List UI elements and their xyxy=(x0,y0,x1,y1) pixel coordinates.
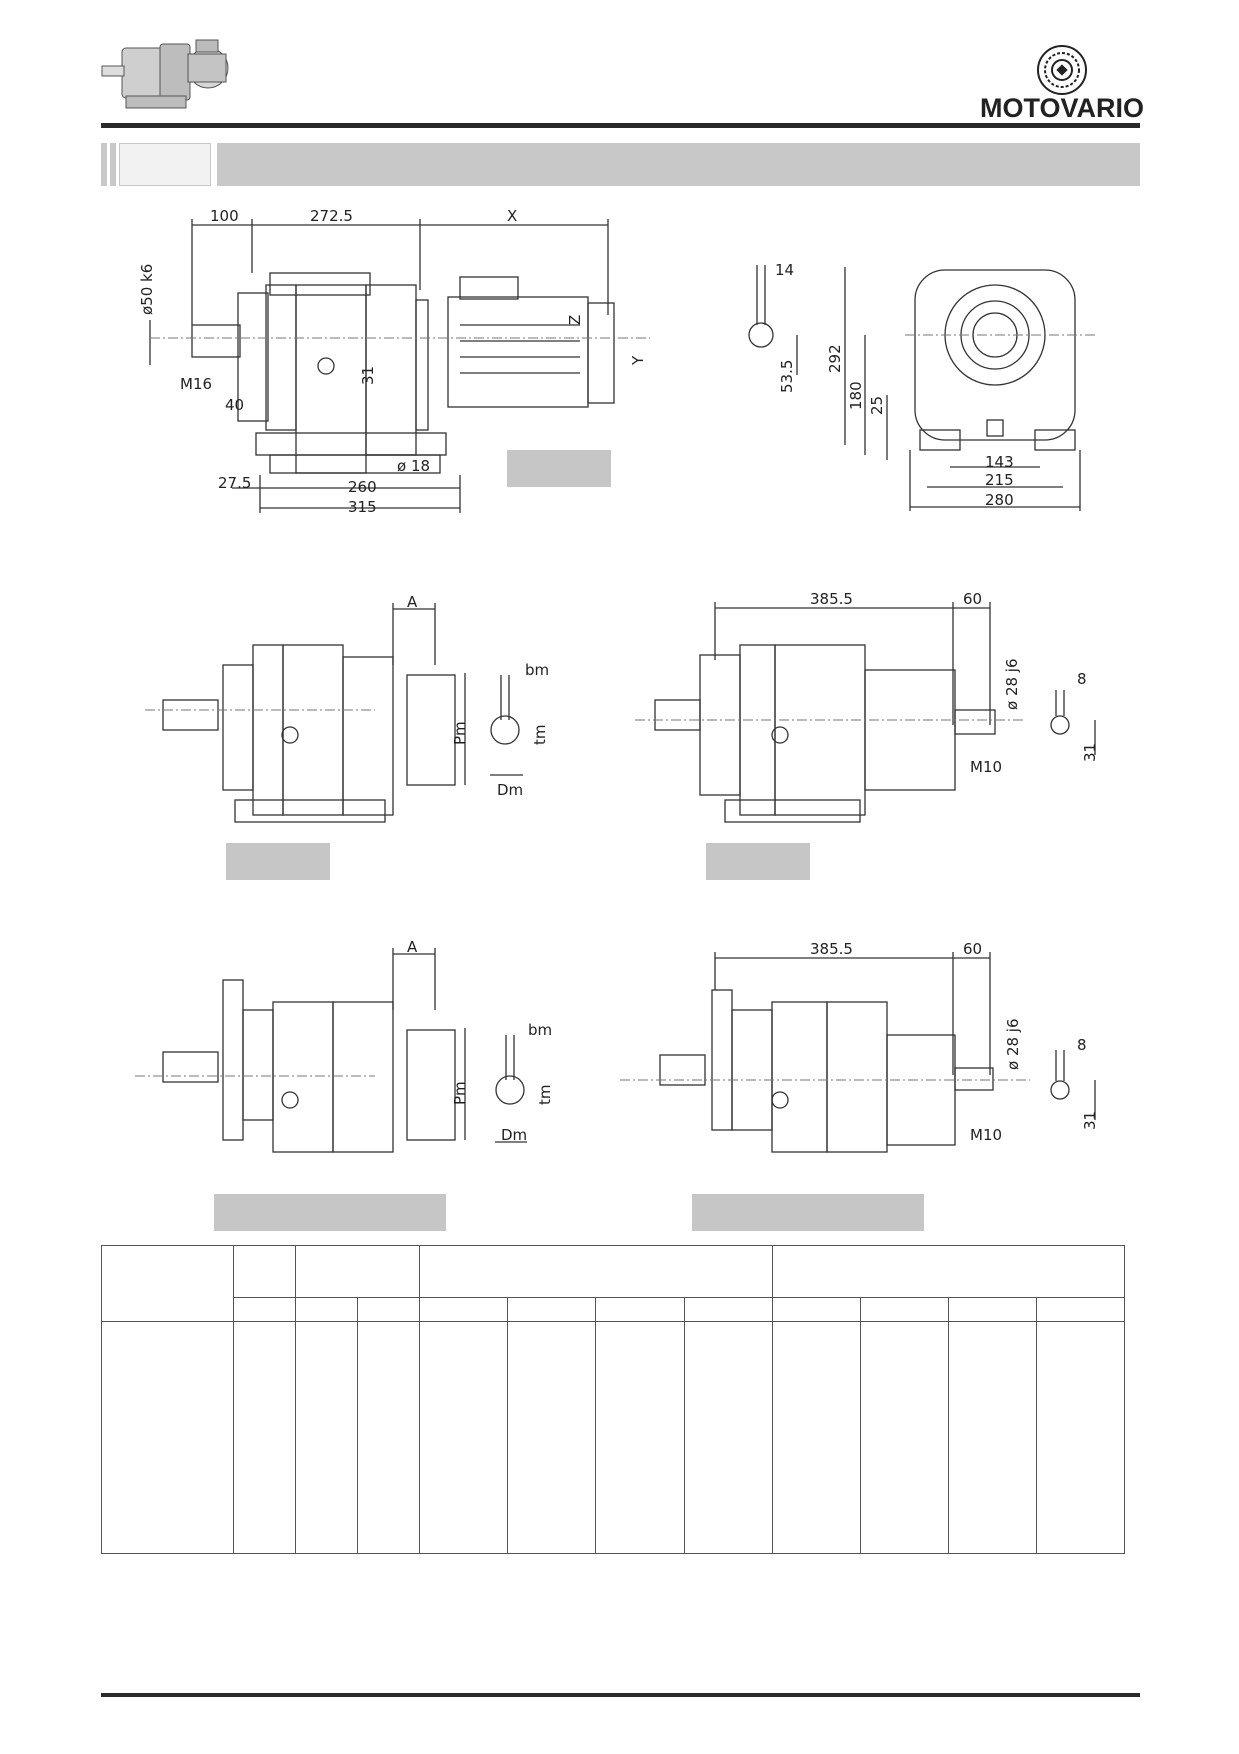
motovario-logo: MOTOVARIO xyxy=(975,42,1150,123)
footer-rule xyxy=(101,1693,1140,1697)
mid-left-label xyxy=(226,843,330,880)
dim-143: 143 xyxy=(985,453,1014,471)
title-band-left-box xyxy=(119,143,211,186)
dim-31: 31 xyxy=(1081,743,1099,762)
dim-x: X xyxy=(507,207,517,225)
spec-table xyxy=(100,1245,1126,1554)
table-cell xyxy=(507,1321,597,1554)
dim-28-j6: ø 28 j6 xyxy=(1003,658,1021,710)
table-header-cell xyxy=(771,1245,1126,1298)
dim-31: 31 xyxy=(1081,1111,1099,1130)
table-subheader-cell xyxy=(1035,1297,1126,1322)
drawing-mid-right: 385.5 60 ø 28 j6 8 M10 31 xyxy=(635,590,1099,823)
drawing-mid-left: A bm Pm tm Dm xyxy=(145,595,549,823)
dim-27-5: 27.5 xyxy=(218,474,251,492)
dim-pm: Pm xyxy=(451,721,469,745)
logo-text: MOTOVARIO xyxy=(980,93,1144,120)
table-cell xyxy=(295,1321,359,1554)
table-subheader-cell xyxy=(419,1297,509,1322)
dim-bm: bm xyxy=(525,661,549,679)
dim-53-5: 53.5 xyxy=(778,360,796,393)
drawing-main: 100 272.5 X ø50 k6 M16 40 31 Z Y ø 18 27… xyxy=(138,207,650,516)
title-band-left-stripe-2 xyxy=(110,143,116,186)
dim-m16: M16 xyxy=(180,375,212,393)
dim-280: 280 xyxy=(985,491,1014,509)
dim-8: 8 xyxy=(1077,670,1087,688)
dim-60: 60 xyxy=(963,590,982,608)
table-subheader-cell xyxy=(947,1297,1037,1322)
table-cell xyxy=(419,1321,509,1554)
table-cell xyxy=(683,1321,773,1554)
title-band-left-stripe-1 xyxy=(101,143,107,186)
dim-385-5: 385.5 xyxy=(810,940,853,958)
dim-y: Y xyxy=(629,355,647,366)
dim-18: ø 18 xyxy=(397,457,430,475)
table-cell xyxy=(100,1321,235,1554)
main-drawing-label xyxy=(507,450,611,487)
drawing-bot-left: A bm Pm tm Dm xyxy=(135,940,554,1153)
table-cell xyxy=(233,1321,297,1554)
dim-180: 180 xyxy=(847,381,865,410)
dim-50-k6: ø50 k6 xyxy=(138,264,156,315)
dim-z: Z xyxy=(566,315,584,325)
dim-tm: tm xyxy=(531,725,549,746)
table-cell xyxy=(771,1321,861,1554)
mid-right-label xyxy=(706,843,810,880)
dim-tm: tm xyxy=(536,1085,554,1106)
dim-315: 315 xyxy=(348,498,377,516)
table-subheader-cell xyxy=(295,1297,359,1322)
table-header-cell xyxy=(100,1245,235,1322)
table-cell xyxy=(357,1321,421,1554)
dim-pm: Pm xyxy=(451,1081,469,1105)
dim-bm: bm xyxy=(528,1021,552,1039)
bot-left-label xyxy=(214,1194,446,1231)
dim-a: A xyxy=(407,595,418,611)
table-cell xyxy=(1035,1321,1126,1554)
dim-215: 215 xyxy=(985,471,1014,489)
gearmotor-thumbnail xyxy=(100,30,250,120)
dim-292: 292 xyxy=(826,344,844,373)
title-band xyxy=(217,143,1140,186)
bot-right-label xyxy=(692,1194,924,1231)
dim-m10: M10 xyxy=(970,758,1002,776)
table-cell xyxy=(859,1321,949,1554)
table-header-cell xyxy=(233,1245,297,1298)
table-header-cell xyxy=(419,1245,773,1298)
table-cell xyxy=(947,1321,1037,1554)
table-subheader-cell xyxy=(771,1297,861,1322)
table-subheader-cell xyxy=(595,1297,685,1322)
dim-385-5: 385.5 xyxy=(810,590,853,608)
table-subheader-cell xyxy=(357,1297,421,1322)
dim-dm: Dm xyxy=(497,781,523,799)
dim-272-5: 272.5 xyxy=(310,207,353,225)
dim-28-j6: ø 28 j6 xyxy=(1004,1018,1022,1070)
table-subheader-cell xyxy=(859,1297,949,1322)
table-subheader-cell xyxy=(507,1297,597,1322)
dim-260: 260 xyxy=(348,478,377,496)
drawing-side: 14 53.5 292 180 25 143 215 280 xyxy=(748,261,1095,511)
drawing-bot-right: 385.5 60 ø 28 j6 8 M10 31 xyxy=(620,940,1099,1153)
table-subheader-cell xyxy=(233,1297,297,1322)
dim-8: 8 xyxy=(1077,1036,1087,1054)
dim-31: 31 xyxy=(359,366,377,385)
dim-60: 60 xyxy=(963,940,982,958)
dim-25: 25 xyxy=(868,396,886,415)
dim-m10: M10 xyxy=(970,1126,1002,1144)
table-cell xyxy=(595,1321,685,1554)
dim-dm: Dm xyxy=(501,1126,527,1144)
table-header-cell xyxy=(295,1245,421,1298)
dim-a: A xyxy=(407,940,418,956)
header-rule xyxy=(101,123,1140,128)
dim-100: 100 xyxy=(210,207,239,225)
dim-40: 40 xyxy=(225,396,244,414)
dim-14: 14 xyxy=(775,261,794,279)
table-subheader-cell xyxy=(683,1297,773,1322)
